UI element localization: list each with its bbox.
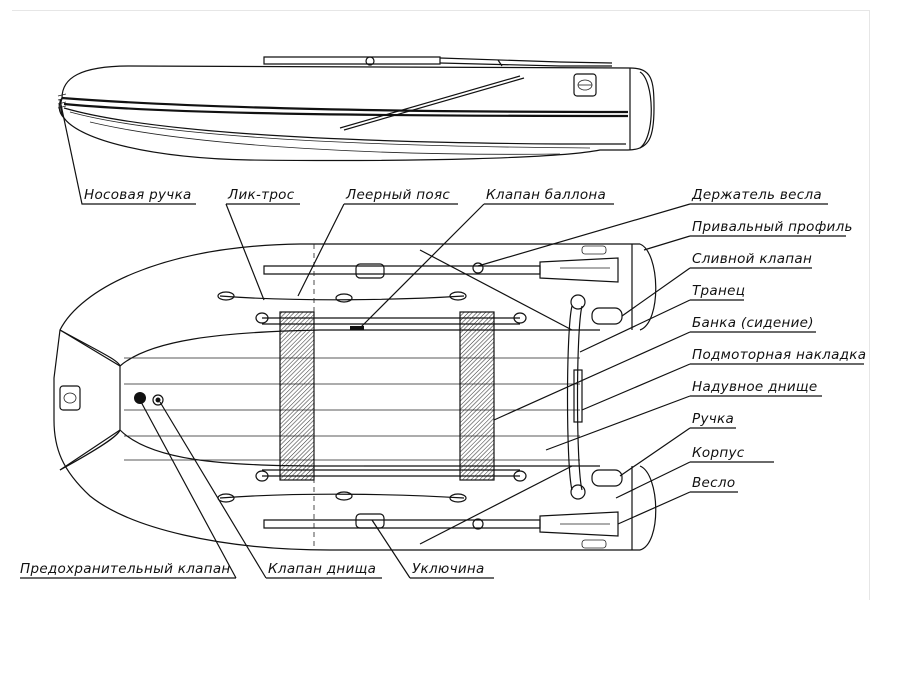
labels: Носовая ручка Лик-трос Леерный пояс Клап… xyxy=(20,187,866,577)
boat-top-view xyxy=(53,243,657,551)
label-handle: Ручка xyxy=(692,411,734,427)
label-rub-strake: Привальный профиль xyxy=(692,219,853,235)
label-grab-line: Леерный пояс xyxy=(345,187,450,203)
label-oar-holder: Держатель весла xyxy=(691,187,822,203)
label-drain-valve: Сливной клапан xyxy=(692,251,812,267)
label-motor-pad: Подмоторная накладка xyxy=(692,347,866,363)
seat-rear xyxy=(459,311,495,481)
seat-front xyxy=(279,311,315,481)
label-safety-valve: Предохранительный клапан xyxy=(20,561,231,577)
boat-side-view xyxy=(57,56,655,162)
label-floor-valve: Клапан днища xyxy=(268,561,376,577)
label-seat: Банка (сидение) xyxy=(692,315,814,331)
label-hull: Корпус xyxy=(692,445,745,461)
label-oarlock: Уключина xyxy=(412,561,485,577)
drawing-frame xyxy=(12,10,870,600)
label-transom: Транец xyxy=(692,283,745,299)
label-tube-valve: Клапан баллона xyxy=(486,187,606,203)
label-inflatable-floor: Надувное днище xyxy=(692,379,818,395)
label-lifeline: Лик-трос xyxy=(227,187,295,203)
label-oar: Весло xyxy=(692,475,735,491)
leader-lines xyxy=(20,99,864,579)
label-bow-handle: Носовая ручка xyxy=(84,187,192,203)
